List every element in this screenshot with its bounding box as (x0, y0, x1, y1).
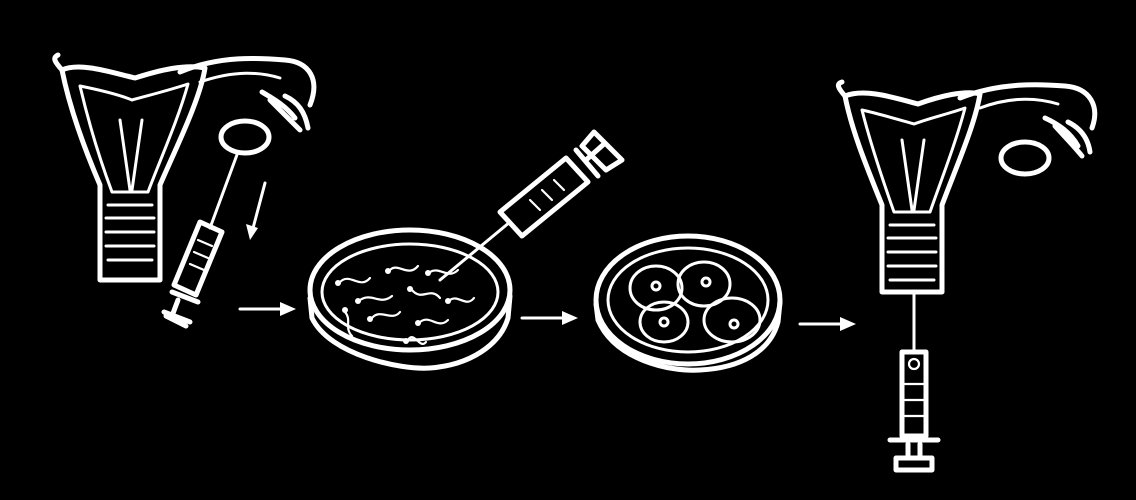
arrow-right-icon (800, 317, 856, 331)
syringe-icon (500, 132, 622, 236)
retrieval-needle (210, 152, 238, 228)
ovary-icon (221, 121, 269, 153)
arrow-right-icon (522, 311, 578, 325)
injection-needle (440, 222, 510, 280)
step-embryo-transfer (838, 82, 1094, 470)
step-egg-retrieval (55, 55, 314, 326)
arrow-right-icon (240, 302, 296, 316)
embryo-cells-icon (630, 262, 760, 342)
step-embryo-culture (596, 236, 780, 370)
step-fertilization (310, 132, 622, 368)
syringe-icon (890, 352, 938, 470)
arrow-down-icon (246, 183, 265, 240)
petri-dish-icon (310, 230, 510, 368)
uterus-icon (838, 82, 1094, 292)
sperm-cells-icon (335, 266, 474, 344)
syringe-icon (164, 222, 222, 326)
ovary-icon (1001, 142, 1049, 174)
uterus-icon (55, 55, 314, 280)
